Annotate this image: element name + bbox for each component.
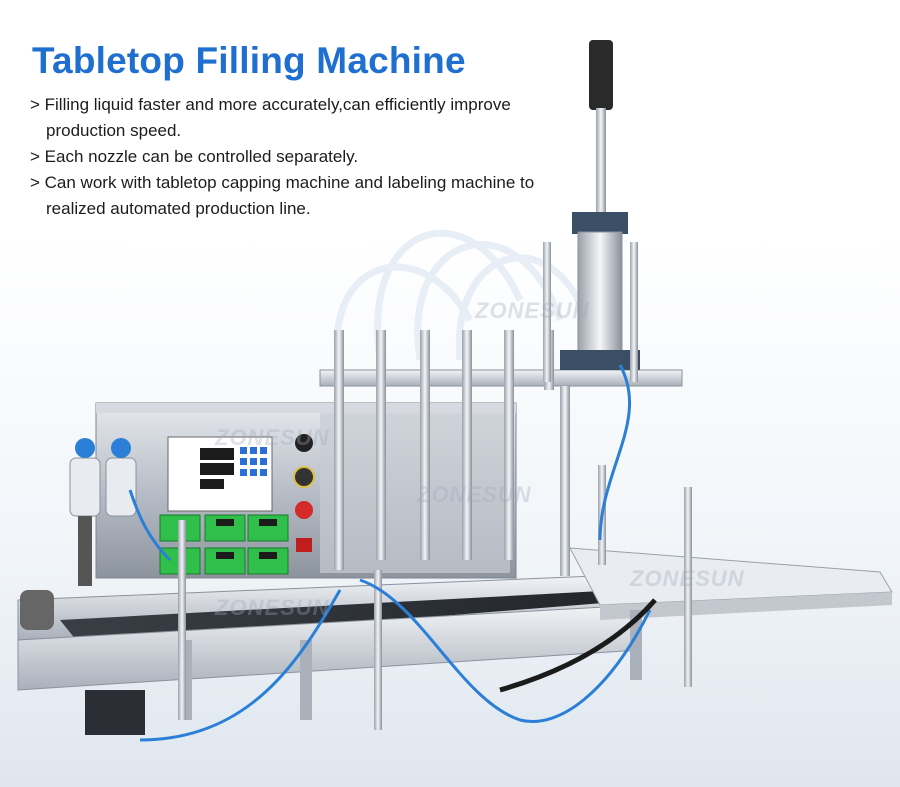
nozzle-rack [319,330,683,570]
watermark: ZONESUN [215,425,330,450]
watermark: ZONESUN [630,566,745,591]
air-tubing [128,364,652,742]
sensor-cable [499,598,657,693]
feature-item: > Can work with tabletop capping machine… [30,173,535,218]
feature-item: > Each nozzle can be controlled separate… [30,147,359,166]
feature-list: > Filling liquid faster and more accurat… [30,92,590,222]
watermark: ZONESUN [215,595,330,620]
air-filter-regulator [69,438,137,586]
control-panel [159,434,315,575]
conveyor [17,547,893,735]
watermark: ZONESUN [475,298,590,323]
feature-item: > Filling liquid faster and more accurat… [30,95,511,140]
tubing-loops [334,229,594,371]
watermark: ZONESUN [417,482,532,507]
page-title: Tabletop Filling Machine [32,40,466,81]
